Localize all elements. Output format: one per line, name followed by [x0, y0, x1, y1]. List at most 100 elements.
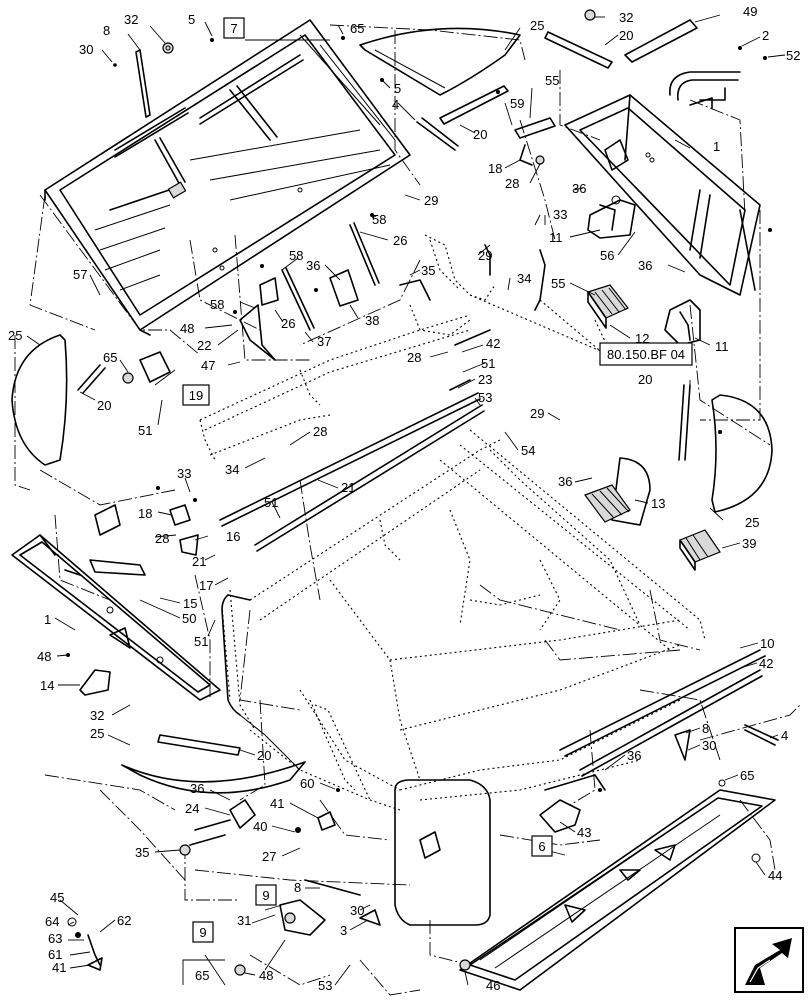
callout-label: 5	[394, 81, 401, 96]
callout-label: 42	[486, 336, 500, 351]
callout-label: 36	[572, 181, 586, 196]
cover-panel-part-25-right	[678, 384, 773, 513]
callout-label: 51	[264, 495, 278, 510]
boxed-label-6-frame	[531, 835, 553, 857]
boxed-label-19: 19	[189, 388, 203, 403]
callout-label: 45	[50, 890, 64, 905]
callout-label: 59	[510, 96, 524, 111]
top-rail-part-20	[544, 9, 767, 109]
bracket-part-19	[122, 351, 176, 386]
callout-label: 36	[190, 781, 204, 796]
callout-label: 25	[530, 18, 544, 33]
callout-label: 35	[135, 845, 149, 860]
callout-label: 26	[281, 316, 295, 331]
callout-label: 48	[37, 649, 51, 664]
callout-label: 47	[201, 358, 215, 373]
callout-label: 29	[424, 193, 438, 208]
long-rails-center	[219, 329, 491, 552]
callout-label: 64	[45, 914, 59, 929]
step-part-39	[679, 529, 721, 571]
callout-label: 39	[742, 536, 756, 551]
callout-label: 65	[740, 768, 754, 783]
tray-part-6	[459, 789, 776, 991]
boxed-label-6: 6	[538, 839, 545, 854]
boxed-label-9-lower: 9	[199, 925, 206, 940]
boxed-label-7-frame	[223, 17, 245, 39]
callout-label: 28	[313, 424, 327, 439]
callout-label: 44	[768, 868, 782, 883]
bracket-part-9	[234, 879, 381, 976]
callout-label: 40	[253, 819, 267, 834]
callout-label: 55	[551, 276, 565, 291]
hardware-group-lower-center	[179, 788, 340, 856]
valve-assembly-center	[314, 234, 546, 311]
callout-label: 29	[530, 406, 544, 421]
callout-label: 48	[259, 968, 273, 983]
callout-label: 24	[185, 801, 199, 816]
reference-label: 80.150.BF 04	[607, 347, 685, 362]
callout-label: 41	[270, 796, 284, 811]
callout-label: 31	[237, 913, 251, 928]
callout-label: 4	[392, 97, 399, 112]
front-direction-arrow-icon	[734, 927, 804, 993]
callout-label: 56	[600, 248, 614, 263]
bracket-part-43	[539, 774, 606, 833]
cover-panel-part-25-left	[11, 334, 106, 466]
callout-label: 26	[393, 233, 407, 248]
callout-label: 20	[619, 28, 633, 43]
callout-label: 22	[197, 338, 211, 353]
boxed-label-19-frame	[182, 384, 210, 406]
callout-label: 15	[183, 596, 197, 611]
callout-label: 32	[90, 708, 104, 723]
callout-label: 51	[194, 634, 208, 649]
callout-label: 14	[40, 678, 54, 693]
callout-label: 21	[341, 480, 355, 495]
callout-label: 38	[365, 313, 379, 328]
callout-label: 55	[545, 73, 559, 88]
strap-part-8	[113, 36, 384, 118]
callout-label: 65	[195, 968, 209, 983]
callout-label: 58	[210, 297, 224, 312]
callout-label: 2	[762, 28, 769, 43]
callout-label: 13	[651, 496, 665, 511]
callout-label: 32	[619, 10, 633, 25]
callout-label: 8	[702, 721, 709, 736]
callout-label: 62	[117, 913, 131, 928]
callout-label: 46	[486, 978, 500, 993]
callout-label: 34	[225, 462, 239, 477]
callout-label: 36	[558, 474, 572, 489]
callout-label: 52	[786, 48, 800, 63]
phantom-assembly-lines	[14, 24, 801, 996]
callout-label: 34	[517, 271, 531, 286]
callout-label: 30	[350, 903, 364, 918]
callout-label: 57	[73, 267, 87, 282]
callout-label: 17	[199, 578, 213, 593]
hardware-group-left-mid	[94, 486, 199, 556]
callout-label: 58	[372, 212, 386, 227]
callout-label: 37	[317, 334, 331, 349]
callout-label: 10	[760, 636, 774, 651]
callout-label: 33	[553, 207, 567, 222]
callout-label: 48	[180, 321, 194, 336]
callout-label: 30	[79, 42, 93, 57]
boxed-label-9b-frame	[192, 921, 214, 943]
callout-label: 18	[488, 161, 502, 176]
bracket-part-14	[66, 653, 111, 696]
callout-label: 35	[421, 263, 435, 278]
callout-label: 61	[48, 947, 62, 962]
callout-label: 53	[478, 390, 492, 405]
hardware-group-bottom-left	[59, 899, 103, 971]
callout-label: 20	[257, 748, 271, 763]
cover-panel-part-25-lower	[121, 734, 306, 794]
callout-label: 23	[478, 372, 492, 387]
callout-label: 63	[48, 931, 62, 946]
callout-label: 25	[90, 726, 104, 741]
callout-label: 27	[262, 849, 276, 864]
callout-label: 8	[103, 23, 110, 38]
cover-panel-part-25-top	[359, 27, 521, 96]
boxed-label-9-upper: 9	[262, 888, 269, 903]
hardware-group-lower-right	[674, 724, 779, 863]
callout-label: 25	[745, 515, 759, 530]
callout-label: 20	[638, 372, 652, 387]
